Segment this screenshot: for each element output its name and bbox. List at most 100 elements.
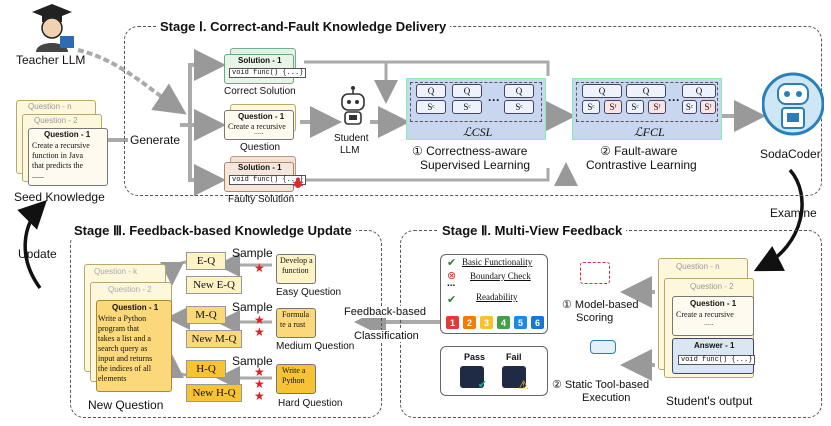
fcl-sf-2: Sᶠ	[648, 100, 666, 114]
csl-dots: ···	[488, 93, 500, 107]
classification-label-2: Classification	[354, 330, 419, 342]
fcl-q-3: Q	[682, 84, 716, 98]
nq-card-front	[96, 300, 172, 392]
output-card-mid-title: Question - 2	[690, 282, 734, 291]
star-icon: ★	[254, 261, 265, 275]
check-icon-1: ✔	[447, 257, 457, 269]
hard-doc	[276, 364, 316, 394]
score-2: 2	[463, 316, 476, 329]
fcl-loss: ℒFCL	[634, 125, 665, 139]
nq-line-3: takes a list and a	[98, 334, 151, 343]
score-1: 1	[446, 316, 459, 329]
fail-label: Fail	[506, 352, 522, 362]
cross-icon: ⊗	[447, 270, 457, 282]
tag-m-q: M-Q	[186, 306, 226, 324]
output-answer-code: void func() {...}	[678, 355, 756, 365]
nq-card-back-title: Question - k	[94, 267, 138, 276]
seed-card-mid-title: Question - 2	[34, 116, 78, 125]
seed-knowledge-label: Seed Knowledge	[14, 190, 105, 204]
fcl-caption-1: ② Fault-aware	[600, 144, 678, 158]
seed-card-front-title: Question - 1	[44, 130, 91, 139]
stage1-title: Stage Ⅰ. Correct-and-Fault Knowledge Del…	[156, 19, 451, 35]
fcl-sc-1: Sᶜ	[582, 100, 600, 114]
hard-doc-1: Write a	[282, 366, 306, 375]
check-icon-2: ✔	[447, 294, 457, 306]
teacher-llm-label: Teacher LLM	[16, 53, 86, 67]
checklist-item-2: Boundary Check	[470, 271, 531, 281]
nq-card-mid-title: Question - 2	[108, 285, 152, 294]
student-llm-label-1: Student	[334, 133, 369, 144]
output-answer-title: Answer - 1	[694, 341, 735, 350]
score-3: 3	[480, 316, 493, 329]
output-question-title: Question - 1	[690, 299, 737, 308]
classification-label-1: Feedback-based	[344, 306, 426, 318]
tag-e-q: E-Q	[186, 252, 226, 270]
output-question-card	[672, 296, 754, 336]
easy-doc-1: Develop a	[280, 256, 313, 265]
csl-s-3: Sᶜ	[504, 100, 534, 114]
update-label: Update	[18, 247, 57, 261]
star-icon: ★	[254, 325, 265, 339]
sample-label-3: Sample	[232, 354, 273, 368]
csl-caption-2: Supervised Learning	[420, 158, 531, 172]
generate-label: Generate	[128, 133, 183, 147]
tag-h-q: H-Q	[186, 360, 226, 378]
fcl-sf-1: Sᶠ	[604, 100, 622, 114]
question-label: Question	[240, 142, 281, 153]
nq-line-4: search query as	[98, 344, 148, 353]
easy-question-label: Easy Question	[276, 287, 342, 298]
question-card	[224, 110, 294, 140]
tag-new-m-q: New M-Q	[186, 330, 242, 348]
nq-line-7: elements	[98, 374, 127, 383]
seed-card-line-4: ......	[32, 171, 44, 180]
hard-question-label: Hard Question	[278, 398, 343, 409]
star-icon: ★	[254, 377, 265, 391]
static-tool-1: ② Static Tool-based	[552, 379, 650, 391]
fcl-caption-2: Contrastive Learning	[586, 158, 697, 172]
checklist-item-1: Basic Functionality	[462, 257, 533, 267]
fcl-sc-3: Sᶜ	[682, 100, 697, 114]
sample-label-2: Sample	[232, 300, 273, 314]
fcl-sc-2: Sᶜ	[626, 100, 644, 114]
tag-new-e-q: New E-Q	[186, 276, 242, 294]
checklist-item-3: Readability	[476, 292, 518, 302]
document-check-icon	[580, 262, 610, 284]
new-question-label: New Question	[88, 398, 164, 412]
seed-card-line-1: Create a recursive	[32, 141, 90, 150]
sodacoder-label: SodaCoder	[760, 147, 821, 161]
faulty-solution-code: void func() {...}	[229, 175, 307, 185]
output-question-dots: .....	[704, 320, 714, 327]
output-card-back-title: Question - n	[676, 262, 720, 271]
fcl-q-2: Q	[626, 84, 666, 98]
hard-doc-2: Python	[282, 376, 305, 385]
nq-line-1: Write a Python	[98, 314, 147, 323]
nq-line-6: the indices of all	[98, 364, 152, 373]
check-dots: ...	[447, 278, 456, 289]
easy-doc-2: function	[282, 266, 309, 275]
student-llm-robot-icon	[338, 86, 368, 128]
static-tool-2: Execution	[582, 392, 631, 404]
tool-icon	[590, 340, 616, 354]
csl-inner	[410, 82, 542, 122]
faulty-solution-label: Faulty Solution	[228, 194, 295, 205]
pass-code-icon: ✔	[460, 366, 487, 391]
nq-card-front-title: Question - 1	[112, 303, 159, 312]
csl-s-2: Sᶜ	[452, 100, 482, 114]
fcl-dots: ···	[668, 93, 680, 107]
easy-doc	[276, 254, 316, 284]
model-scoring-1: ① Model-based	[562, 299, 639, 311]
question-card-title: Question - 1	[238, 112, 285, 121]
students-output-label: Student's output	[666, 394, 753, 408]
faulty-solution-title: Solution - 1	[238, 163, 282, 172]
star-icon: ★	[254, 313, 265, 327]
csl-q-2: Q	[452, 84, 482, 98]
student-llm-label-2: LLM	[340, 145, 360, 156]
fail-code-icon: ⚠	[502, 366, 529, 392]
correct-solution-code: void func() {...}	[229, 68, 307, 78]
medium-doc	[276, 308, 316, 338]
sample-label-1: Sample	[232, 246, 273, 260]
star-icon: ★	[254, 389, 265, 403]
fcl-q-1: Q	[582, 84, 622, 98]
output-question-text: Create a recursive	[676, 310, 734, 319]
nq-line-5: input and returns	[98, 354, 153, 363]
